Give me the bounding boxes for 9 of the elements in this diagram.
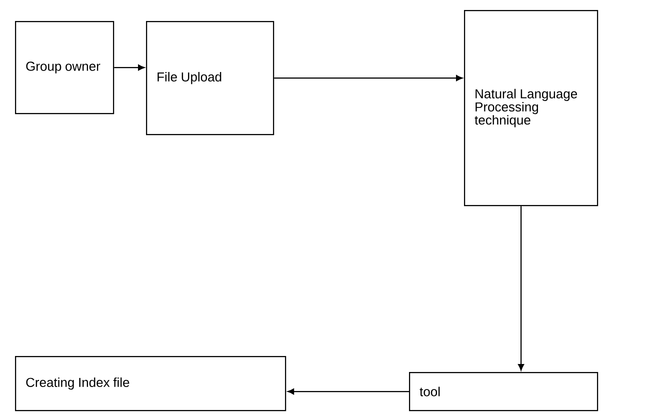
process-box: Natural Language Processing technique [464, 10, 598, 206]
process-box: Creating Index file [15, 356, 286, 412]
arrow [274, 75, 463, 82]
process-box: File Upload [146, 21, 274, 136]
arrow [288, 388, 409, 395]
arrow [114, 64, 145, 71]
arrow [518, 206, 524, 371]
process-box: Group owner [15, 21, 114, 114]
process-box: tool [409, 372, 598, 412]
